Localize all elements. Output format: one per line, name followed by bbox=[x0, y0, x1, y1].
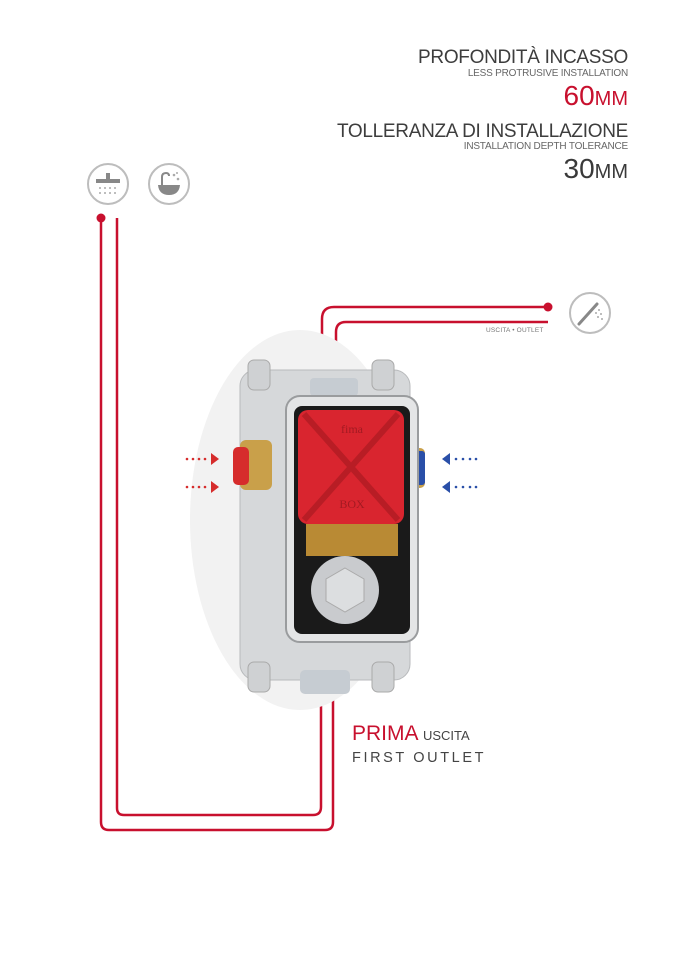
shower-head-icon bbox=[87, 163, 129, 205]
pipe-end-dot bbox=[543, 302, 553, 312]
pipe-lines bbox=[99, 218, 548, 832]
product-box-text: BOX bbox=[339, 497, 365, 511]
outlet-label: USCITA • OUTLET bbox=[486, 327, 544, 334]
pipe-outer-left bbox=[99, 218, 335, 832]
first-outlet-english: FIRST OUTLET bbox=[352, 750, 487, 766]
product-logo-text: fima bbox=[341, 422, 364, 436]
spec-tolerance-value: 30MM bbox=[563, 153, 628, 184]
pipe-inner-left bbox=[115, 218, 323, 817]
hot-inlet-arrows bbox=[185, 453, 219, 493]
hand-shower-icon bbox=[569, 292, 611, 334]
prima-text: PRIMA bbox=[352, 722, 419, 745]
spec-depth-value: 60MM bbox=[563, 80, 628, 111]
spec-depth-title: PROFONDITÀ INCASSO bbox=[418, 47, 628, 68]
spec-depth-subtitle: LESS PROTRUSIVE INSTALLATION bbox=[467, 68, 628, 79]
spec-tolerance-title: TOLLERANZA DI INSTALLAZIONE bbox=[336, 121, 628, 142]
uscita-text: USCITA bbox=[422, 728, 470, 743]
bathtub-icon bbox=[148, 163, 190, 205]
pipe-outer-top bbox=[320, 305, 548, 350]
spec-tolerance-subtitle: INSTALLATION DEPTH TOLERANCE bbox=[463, 141, 628, 152]
cold-inlet-arrows bbox=[442, 453, 478, 493]
pipe-inner-top bbox=[334, 320, 548, 350]
pipe-start-dot bbox=[96, 213, 106, 223]
first-outlet-heading: PRIMA USCITA bbox=[352, 722, 470, 746]
valve-product: fima BOX bbox=[190, 330, 425, 710]
